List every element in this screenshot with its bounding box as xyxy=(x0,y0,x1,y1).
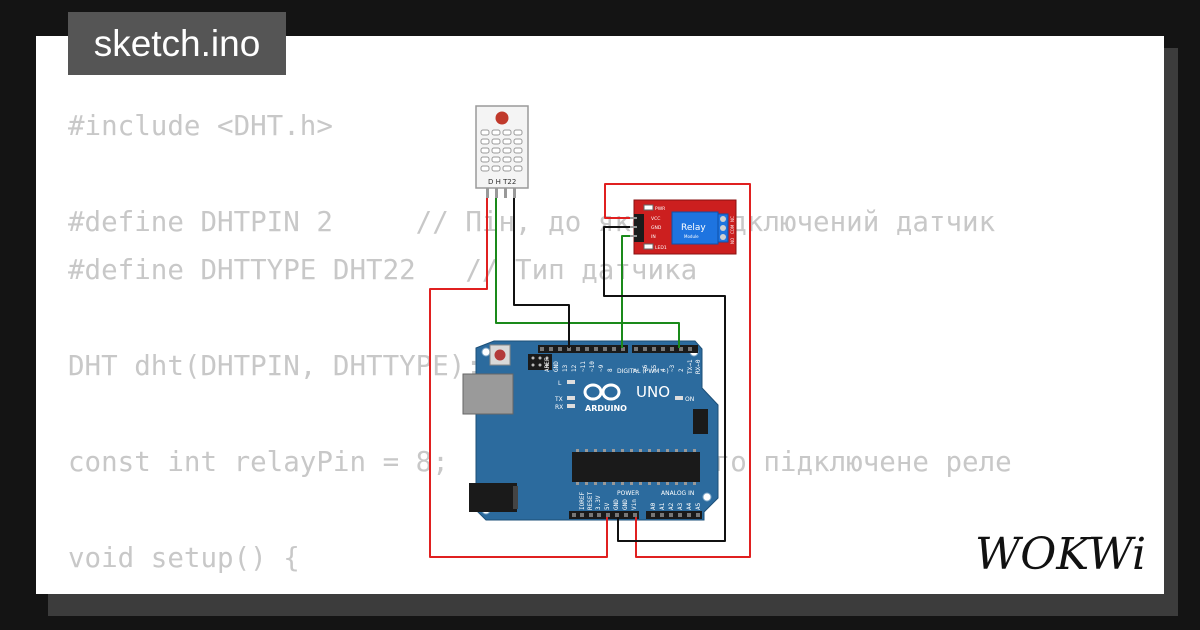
power-header-label: POWER xyxy=(617,490,639,497)
pin-label: A0 xyxy=(650,502,657,510)
icsp2-header xyxy=(693,409,708,434)
pin-label: GND xyxy=(553,361,560,372)
code-line: #include <DHT.h> xyxy=(68,110,333,142)
relay-pin-header xyxy=(634,214,644,242)
led-rx xyxy=(567,404,575,408)
pin-label: ~11 xyxy=(580,361,587,372)
icsp-header xyxy=(528,354,552,370)
pin-label: ~6 xyxy=(642,364,649,372)
pin-label: A4 xyxy=(686,502,693,510)
microcontroller-chip xyxy=(572,452,700,482)
pin-label: IOREF xyxy=(579,492,586,510)
digital-header-left xyxy=(538,345,628,353)
arduino-logo-icon xyxy=(583,383,621,401)
pin-label: A1 xyxy=(659,502,666,510)
code-line: #define DHTTYPE DHT22 // Тип датчика xyxy=(68,254,698,286)
dht-mount-hole xyxy=(495,111,509,125)
relay-indicator-label: PWR xyxy=(655,206,665,212)
code-line: void setup() { xyxy=(68,542,300,574)
power-header xyxy=(569,511,639,519)
pin-label: 12 xyxy=(571,364,578,372)
relay-pin-label: VCC xyxy=(651,216,660,222)
pin-label: RX←0 xyxy=(695,359,702,374)
pin-label: RESET xyxy=(587,492,594,510)
dht-label: D H T22 xyxy=(488,178,516,186)
power-jack xyxy=(469,483,517,512)
pin-label: 13 xyxy=(562,364,569,372)
pin-label: 4 xyxy=(660,368,667,372)
relay-terminal-label: NO xyxy=(730,238,735,244)
pin-label: TX→1 xyxy=(687,359,694,374)
dht22-sensor[interactable]: D H T22 xyxy=(475,105,529,198)
relay-pin-label: GND xyxy=(651,225,662,231)
wire-dht-data[interactable] xyxy=(495,198,680,348)
pin-label: 2 xyxy=(678,368,685,372)
pin-label: Vin xyxy=(631,499,638,510)
pin-label: GND xyxy=(613,499,620,510)
relay-pin-label: IN xyxy=(651,234,656,240)
pin-label: GND xyxy=(622,499,629,510)
relay-terminal-label: COM xyxy=(730,224,735,234)
wire-relay-in[interactable] xyxy=(621,235,630,348)
pin-label: 7 xyxy=(633,368,640,372)
board-model-label: UNO xyxy=(636,383,670,401)
wire-dht-vcc[interactable] xyxy=(429,198,608,558)
relay-terminal-label: NC xyxy=(730,216,735,222)
relay-label: Relay xyxy=(681,223,706,233)
file-name-tab[interactable]: sketch.ino xyxy=(68,12,286,75)
code-line: DHT dht(DHTPIN, DHTTYPE); xyxy=(68,350,482,382)
board-brand-label: ARDUINO xyxy=(585,404,627,413)
digital-header-label: DIGITAL (PWM ~) xyxy=(617,368,669,375)
arduino-uno-board[interactable]: AREF GND 13 12 ~11 ~10 ~9 8 7 ~6 ~5 4 ~3… xyxy=(462,340,719,521)
wire-relay-gnd[interactable] xyxy=(603,226,726,542)
wire-dht-gnd[interactable] xyxy=(513,198,570,348)
led-label: RX xyxy=(555,404,563,411)
pin-label: ~9 xyxy=(598,364,605,372)
wokwi-logo: WOKWi xyxy=(975,529,1146,580)
pin-label: AREF xyxy=(544,357,551,372)
relay-indicator-label: LED1 xyxy=(655,245,667,251)
pin-label: A3 xyxy=(677,502,684,510)
analog-header-label: ANALOG IN xyxy=(661,490,694,497)
wokwi-logo-text: WOKWi xyxy=(975,529,1146,580)
pin-label: ~3 xyxy=(669,364,676,372)
relay-status-led xyxy=(643,243,654,250)
code-line: Serial.begin(9600); xyxy=(68,582,1132,594)
led-tx xyxy=(567,396,575,400)
pin-label: 8 xyxy=(607,368,614,372)
led-label: ON xyxy=(685,396,694,403)
preview-card: #include <DHT.h>#define DHTPIN 2 // Пін,… xyxy=(36,36,1164,594)
led-label: L xyxy=(558,380,562,387)
pin-label: 5V xyxy=(604,502,611,510)
dht-grille xyxy=(480,129,523,172)
relay-sublabel: Module xyxy=(684,234,699,239)
led-on xyxy=(675,396,683,400)
analog-header xyxy=(646,511,702,519)
led-label: TX xyxy=(554,396,563,403)
led-l xyxy=(567,380,575,384)
reset-button-cap xyxy=(494,349,506,361)
relay-block xyxy=(671,211,719,245)
pin-label: A5 xyxy=(695,502,702,510)
wires xyxy=(429,183,751,558)
usb-port xyxy=(462,373,514,415)
wire-relay-vcc[interactable] xyxy=(604,183,751,558)
pin-label: ~5 xyxy=(651,364,658,372)
pin-label: ~10 xyxy=(589,361,596,372)
relay-power-led xyxy=(643,204,654,211)
pin-label: 3.3V xyxy=(595,495,602,510)
relay-module[interactable]: Relay Module NO COM NC VCC GND IN PWR LE… xyxy=(627,199,737,255)
pin-label: A2 xyxy=(668,502,675,510)
